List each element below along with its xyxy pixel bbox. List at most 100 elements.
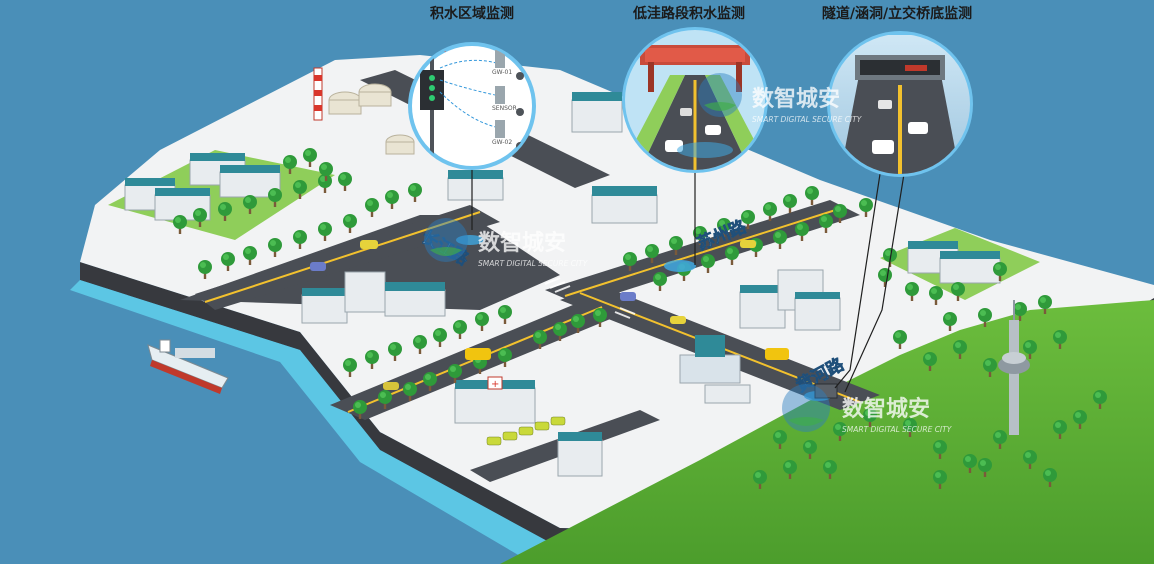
tree	[951, 282, 965, 301]
tree	[193, 208, 207, 227]
tree	[893, 330, 907, 349]
tree	[783, 460, 797, 479]
tree	[283, 155, 297, 174]
tree	[218, 202, 232, 221]
tree	[268, 188, 282, 207]
tree	[433, 328, 447, 347]
watermark-title: 数智城安	[478, 230, 566, 256]
tree	[1043, 468, 1057, 487]
tree	[978, 458, 992, 477]
tree	[978, 308, 992, 327]
tree	[725, 246, 739, 265]
watermark-title: 数智城安	[842, 396, 930, 422]
tree	[993, 262, 1007, 281]
callout-label-tunnel: 隧道/涵洞/立交桥底监测	[822, 5, 972, 22]
tree	[943, 312, 957, 331]
tree	[983, 358, 997, 377]
watermark-1: 数智城安 SMART DIGITAL SECURE CITY	[424, 218, 589, 268]
buildings: +	[124, 67, 1001, 477]
svg-text:+: +	[491, 379, 499, 390]
tree	[453, 320, 467, 339]
tree	[717, 218, 731, 237]
tree	[833, 204, 847, 223]
watermark-2: 数智城安 SMART DIGITAL SECURE CITY	[698, 73, 863, 124]
trees	[173, 148, 1107, 489]
tree	[365, 198, 379, 217]
callout-tunnel	[827, 31, 973, 177]
tree	[1073, 410, 1087, 429]
tree	[753, 470, 767, 489]
tree	[243, 195, 257, 214]
tree	[408, 183, 422, 202]
tree	[773, 230, 787, 249]
water-pool-marker	[664, 260, 696, 272]
tree	[319, 162, 333, 181]
tree	[933, 470, 947, 489]
tree	[385, 190, 399, 209]
tree	[963, 454, 977, 473]
tree	[701, 254, 715, 273]
tree	[353, 400, 367, 419]
tree	[669, 236, 683, 255]
tree	[645, 244, 659, 263]
tree	[1023, 450, 1037, 469]
tree	[268, 238, 282, 257]
tree	[498, 305, 512, 324]
train-station	[679, 335, 751, 404]
tree	[693, 226, 707, 245]
watermark-3: 数智城安 SMART DIGITAL SECURE CITY	[782, 384, 953, 434]
tree	[475, 312, 489, 331]
cargo-ship	[147, 339, 229, 394]
tree	[343, 214, 357, 233]
watermark-subtitle: SMART DIGITAL SECURE CITY	[752, 115, 863, 124]
tree	[1053, 420, 1067, 439]
tree	[819, 214, 833, 233]
tree	[993, 430, 1007, 449]
callout-label-low-road: 低洼路段积水监测	[632, 5, 745, 22]
tree	[293, 230, 307, 249]
tree	[863, 408, 877, 427]
callout-labels: 积水区域监测 低洼路段积水监测 隧道/涵洞/立交桥底监测	[430, 5, 972, 22]
tree	[498, 348, 512, 367]
callout-low-road	[622, 27, 768, 173]
watermark-subtitle: SMART DIGITAL SECURE CITY	[478, 259, 589, 268]
tree	[1053, 330, 1067, 349]
tree	[653, 272, 667, 291]
tree	[905, 282, 919, 301]
tree	[593, 308, 607, 327]
callout-water-area: GW-01 SENSOR GW-02	[408, 42, 536, 170]
tree	[763, 202, 777, 221]
tree	[923, 352, 937, 371]
callout-label-water-area: 积水区域监测	[430, 5, 514, 22]
tree	[343, 358, 357, 377]
tree	[1023, 340, 1037, 359]
tree	[293, 180, 307, 199]
svg-text:GW-02: GW-02	[492, 139, 512, 146]
tree	[623, 252, 637, 271]
tree	[929, 286, 943, 305]
tree	[1093, 390, 1107, 409]
tv-tower	[998, 300, 1030, 435]
tree	[403, 382, 417, 401]
tree	[933, 440, 947, 459]
tree	[365, 350, 379, 369]
water-pool-marker	[456, 235, 484, 245]
tree	[448, 364, 462, 383]
tree	[388, 342, 402, 361]
tree	[303, 148, 317, 167]
vehicles	[310, 240, 789, 446]
hospital: +	[454, 376, 536, 424]
tree	[378, 390, 392, 409]
tree	[773, 430, 787, 449]
tree	[803, 440, 817, 459]
tree	[953, 340, 967, 359]
tree	[423, 372, 437, 391]
tree	[1038, 295, 1052, 314]
tree	[883, 248, 897, 267]
tree	[795, 222, 809, 241]
island-water-edge	[70, 280, 560, 556]
watermark-title: 数智城安	[752, 86, 840, 112]
tree	[859, 198, 873, 217]
tree	[1013, 302, 1027, 321]
tree	[533, 330, 547, 349]
